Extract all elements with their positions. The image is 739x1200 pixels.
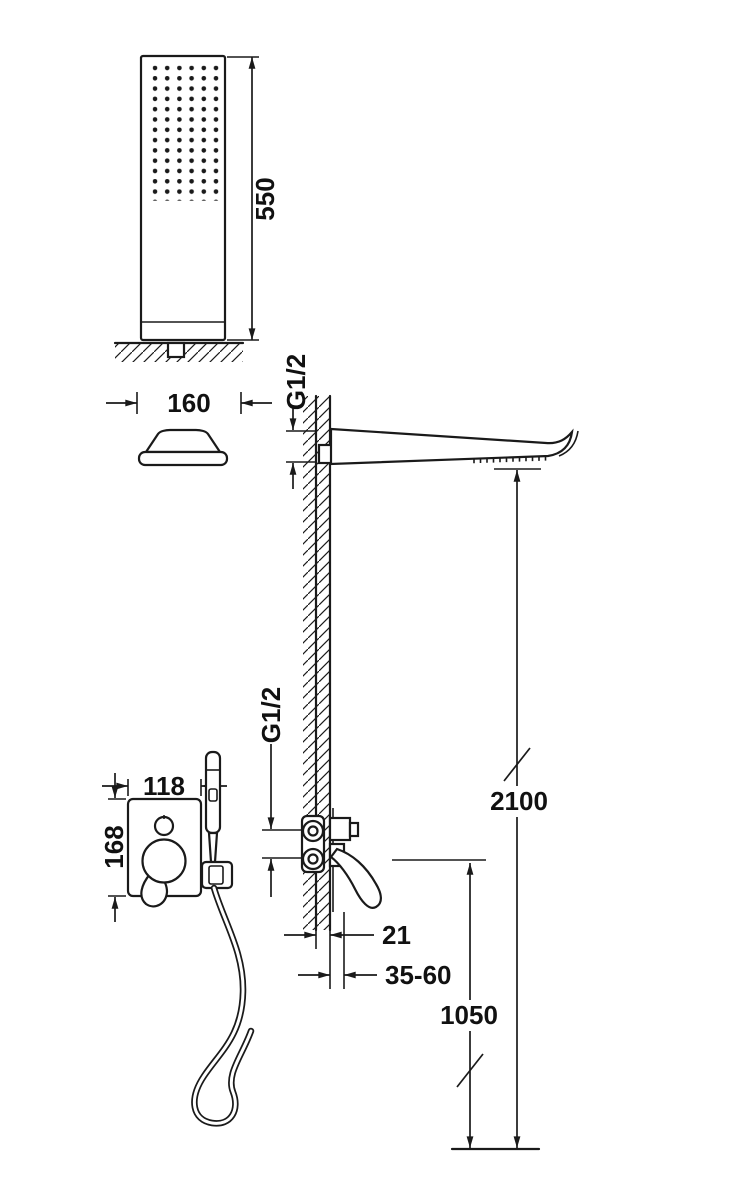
spray-nozzle-grid <box>152 65 219 201</box>
hand-shower-side-view <box>137 428 229 467</box>
spout-break-line <box>558 430 579 457</box>
hand-shower-with-bracket <box>191 750 255 1127</box>
spout-nozzle-ticks <box>473 456 547 464</box>
dim-35-60: 35-60 <box>298 912 452 990</box>
dim-160-label: 160 <box>167 388 210 418</box>
mixer-front-view <box>126 797 203 908</box>
stick-connector <box>166 341 186 359</box>
dim-g12-spout: G1/2 <box>281 354 316 489</box>
cascade-spout <box>317 427 579 466</box>
head-face <box>137 450 229 467</box>
dim-550: 550 <box>227 56 280 341</box>
dim-g12-mixer-label: G1/2 <box>256 687 286 743</box>
bracket-clamp <box>208 865 224 885</box>
shower-hose-inner <box>192 886 253 1125</box>
head-dome <box>143 428 223 454</box>
dim-break-mark <box>456 1053 484 1088</box>
mixer-side-view <box>300 808 382 912</box>
dim-2100: 2100 <box>490 468 548 1148</box>
cartridge-cap <box>348 821 360 838</box>
hand-shower-front-view <box>113 54 245 362</box>
stick-logo-plate <box>208 788 218 802</box>
hand-shower-stick <box>204 750 222 835</box>
dim-35-60-label: 35-60 <box>385 960 452 990</box>
spout-blade <box>329 427 574 466</box>
dim-21: 21 <box>284 920 411 989</box>
cartridge-housing <box>328 816 352 842</box>
dim-2100-label: 2100 <box>490 786 548 816</box>
dim-g12-spout-label: G1/2 <box>281 354 311 410</box>
dim-21-label: 21 <box>382 920 411 950</box>
dim-160: 160 <box>106 388 272 418</box>
dim-168-label: 168 <box>99 825 129 868</box>
dim-1050-label: 1050 <box>440 1000 498 1030</box>
dim-550-label: 550 <box>250 177 280 220</box>
dim-break-mark <box>503 747 531 782</box>
dim-118-label: 118 <box>143 771 185 801</box>
dim-g12-mixer: G1/2 <box>256 687 302 897</box>
lever-base-front <box>141 838 187 884</box>
stick-taper <box>207 831 219 864</box>
lever-handle-side <box>329 847 382 909</box>
dim-1050: 1050 <box>392 859 498 1148</box>
diverter-knob <box>153 815 175 837</box>
dim-168: 168 <box>99 773 129 922</box>
